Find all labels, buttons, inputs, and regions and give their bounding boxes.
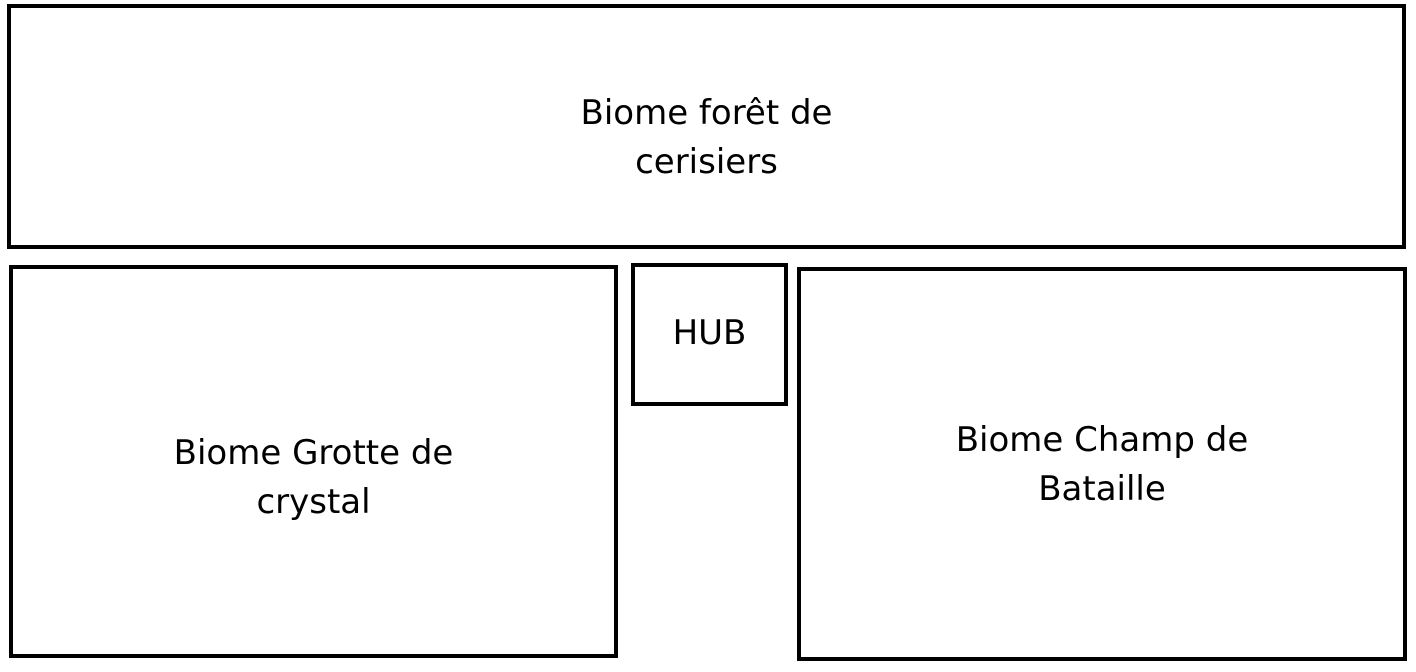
zone-foret-label: Biome forêt de cerisiers [11,89,1402,187]
zone-champ-label-line-1: Biome Champ de [955,420,1249,460]
zone-champ-label: Biome Champ de Bataille [801,416,1403,514]
zone-hub-label: HUB [635,309,784,358]
zone-grotte-label-line-1: Biome Grotte de [173,433,454,473]
zone-foret-label-line-1: Biome forêt de [580,93,833,133]
zone-champ-de-bataille: Biome Champ de Bataille [797,267,1407,661]
zone-grotte-label-line-2: crystal [256,482,371,522]
zone-grotte-de-crystal: Biome Grotte de crystal [9,265,618,658]
zone-foret-label-line-2: cerisiers [635,142,778,182]
zone-champ-label-line-2: Bataille [1038,469,1166,509]
zone-foret-de-cerisiers: Biome forêt de cerisiers [7,4,1406,249]
zone-hub: HUB [631,263,788,406]
zone-grotte-label: Biome Grotte de crystal [13,429,614,527]
zone-hub-label-line-1: HUB [672,313,747,353]
